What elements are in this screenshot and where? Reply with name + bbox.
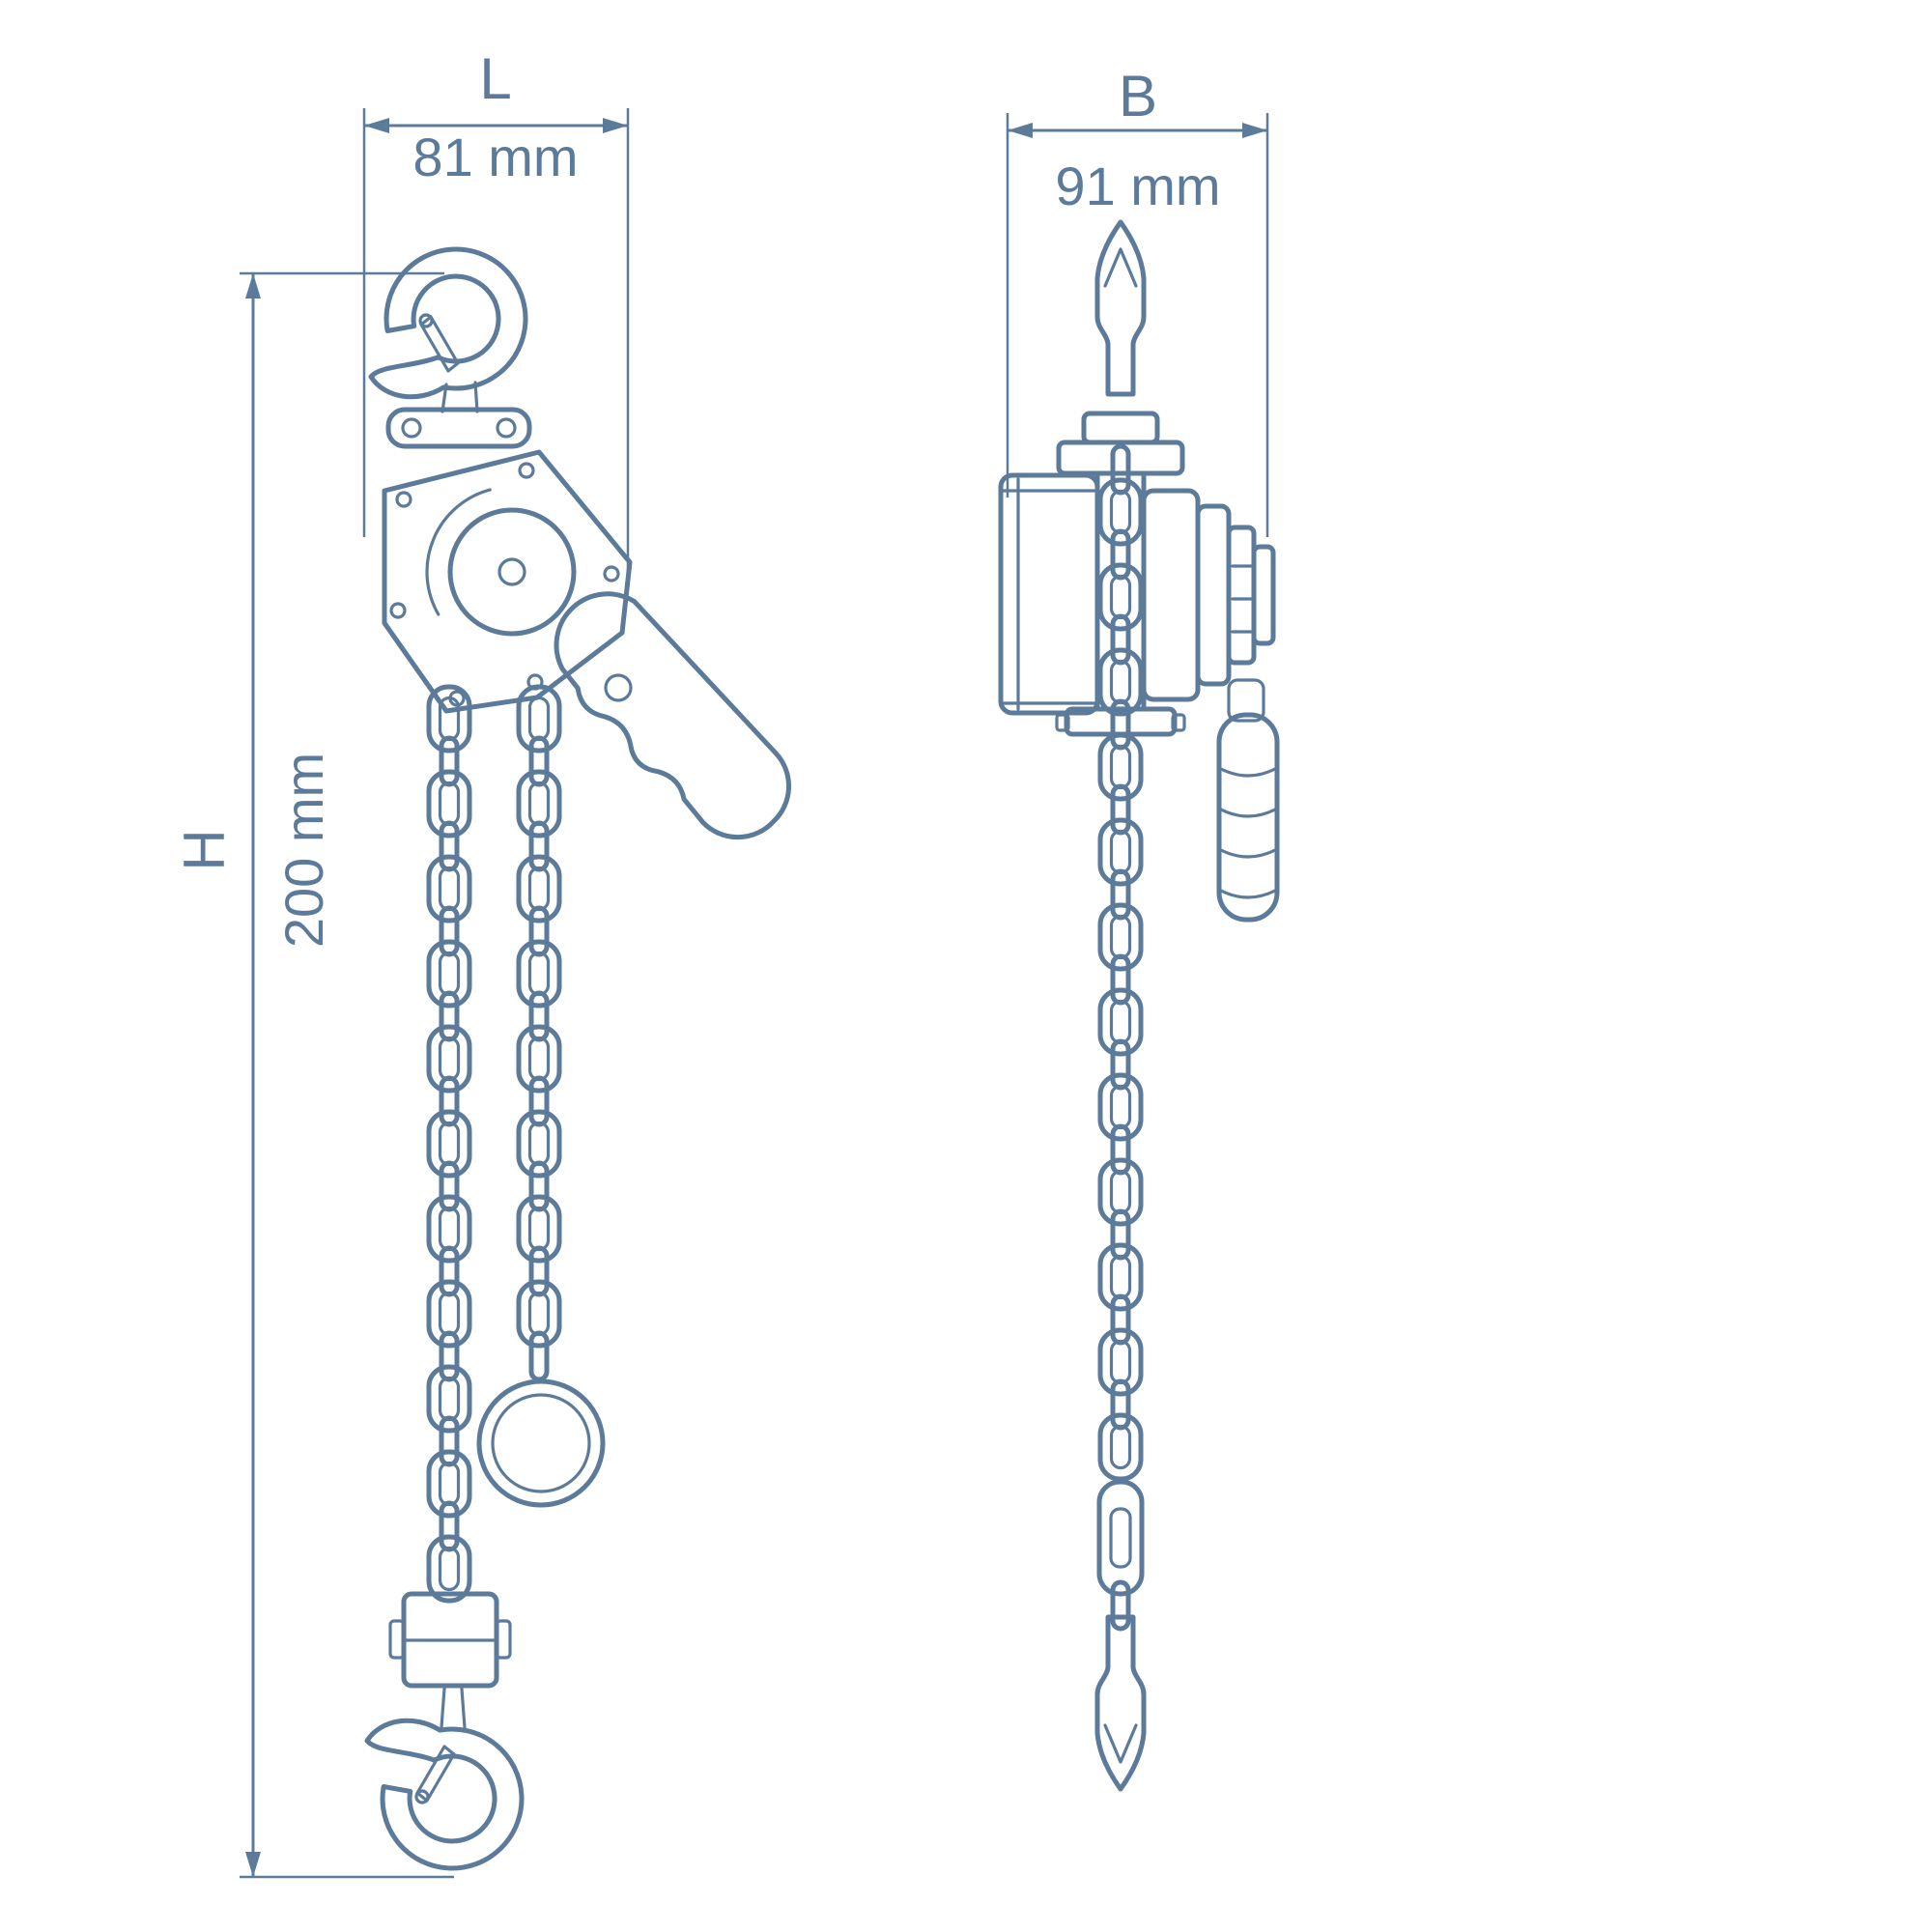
hand-chain-ring (476, 1378, 606, 1508)
side-lever-grip (1216, 678, 1280, 923)
side-bottom-hook (1097, 1617, 1144, 1789)
dim-B-label: B (1119, 64, 1157, 128)
chain-connector (1096, 1479, 1145, 1629)
hand-chain (519, 687, 559, 1379)
chain-anchor-block (388, 1591, 512, 1689)
dim-L-value: 81 mm (412, 127, 578, 187)
bottom-hook (367, 1687, 522, 1868)
front-view: L 81 mm H 200 mm (172, 46, 792, 1879)
gear-housing (382, 449, 633, 714)
top-hook (371, 249, 526, 413)
side-body (998, 411, 1276, 737)
dim-B-value: 91 mm (1055, 156, 1220, 216)
dimension-B: B 91 mm (1006, 64, 1269, 537)
suspension-plate (385, 407, 532, 449)
side-chain (1100, 446, 1141, 1479)
side-view: B 91 mm (998, 64, 1280, 1789)
dim-H-label: H (172, 829, 237, 870)
dimension-L: L 81 mm (362, 46, 630, 587)
dimension-H: H 200 mm (172, 271, 454, 1879)
load-chain (429, 687, 469, 1601)
hand-lever (554, 591, 792, 840)
dim-L-label: L (479, 46, 511, 111)
side-top-hook (1097, 222, 1144, 394)
dim-H-value: 200 mm (273, 753, 334, 948)
